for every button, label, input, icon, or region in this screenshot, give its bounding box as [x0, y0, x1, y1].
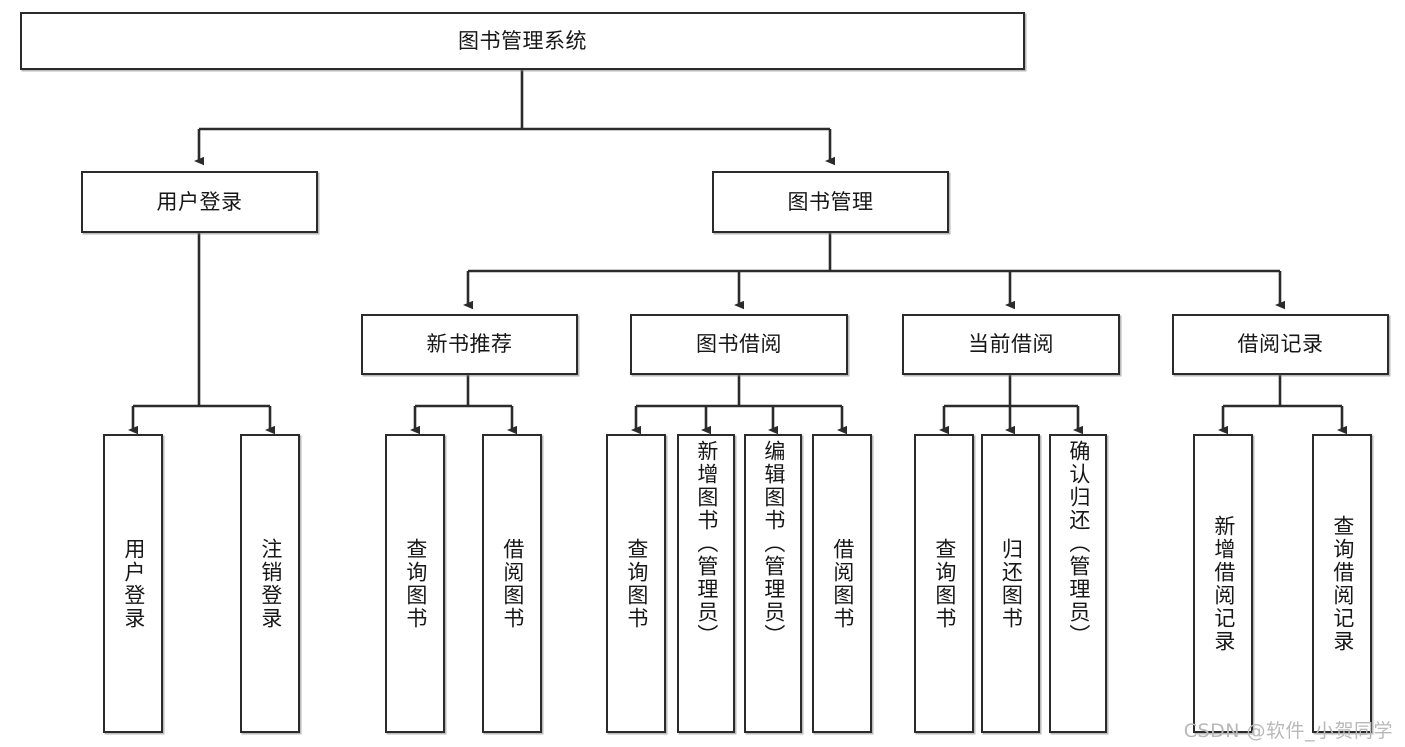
node-leaf-logout[interactable]: 注销登录 — [240, 434, 300, 733]
node-leaf-return-book[interactable]: 归还图书 — [981, 434, 1040, 733]
node-label: 借阅记录 — [1237, 332, 1324, 357]
watermark-text: CSDN @软件_小贺同学 — [1183, 720, 1393, 742]
node-label: 新增借阅记录 — [1211, 514, 1236, 653]
node-label: 图书借阅 — [696, 332, 782, 357]
node-borrow-record[interactable]: 借阅记录 — [1172, 314, 1389, 375]
node-label: 查询图书 — [624, 537, 649, 630]
node-label: 注销登录 — [258, 537, 283, 630]
node-leaf-query-book-recommend[interactable]: 查询图书 — [385, 434, 445, 733]
node-leaf-add-borrow-record[interactable]: 新增借阅记录 — [1193, 434, 1253, 733]
node-label: 当前借阅 — [968, 332, 1054, 357]
node-label: 确认归还（管理员） — [1066, 440, 1091, 647]
node-label: 归还图书 — [999, 537, 1024, 630]
node-leaf-borrow-book[interactable]: 借阅图书 — [812, 434, 872, 733]
node-label: 图书管理系统 — [458, 28, 587, 53]
node-new-book-recommend[interactable]: 新书推荐 — [361, 314, 578, 375]
node-label: 新书推荐 — [426, 332, 513, 357]
node-label: 借阅图书 — [500, 537, 525, 630]
node-book-borrow[interactable]: 图书借阅 — [630, 314, 848, 375]
node-book-management[interactable]: 图书管理 — [712, 171, 949, 233]
node-label: 借阅图书 — [830, 537, 855, 630]
node-label: 用户登录 — [121, 537, 146, 630]
node-label: 新增图书（管理员） — [694, 440, 719, 647]
node-label: 查询借阅记录 — [1330, 514, 1355, 653]
node-label: 编辑图书（管理员） — [761, 440, 786, 647]
node-leaf-confirm-return-admin[interactable]: 确认归还（管理员） — [1049, 434, 1107, 733]
node-leaf-borrow-book-recommend[interactable]: 借阅图书 — [482, 434, 542, 733]
node-label: 查询图书 — [932, 537, 957, 630]
node-current-borrow[interactable]: 当前借阅 — [902, 314, 1120, 375]
node-label: 图书管理 — [787, 189, 874, 214]
node-leaf-add-book-admin[interactable]: 新增图书（管理员） — [677, 434, 735, 733]
node-user-login[interactable]: 用户登录 — [81, 171, 318, 233]
node-leaf-query-book-borrow[interactable]: 查询图书 — [606, 434, 666, 733]
node-label: 查询图书 — [403, 537, 428, 630]
node-leaf-query-book-current[interactable]: 查询图书 — [914, 434, 974, 733]
node-leaf-user-login[interactable]: 用户登录 — [103, 434, 163, 733]
node-leaf-edit-book-admin[interactable]: 编辑图书（管理员） — [744, 434, 802, 733]
node-leaf-query-borrow-record[interactable]: 查询借阅记录 — [1312, 434, 1372, 733]
node-label: 用户登录 — [156, 189, 243, 214]
node-root-system[interactable]: 图书管理系统 — [20, 12, 1025, 70]
